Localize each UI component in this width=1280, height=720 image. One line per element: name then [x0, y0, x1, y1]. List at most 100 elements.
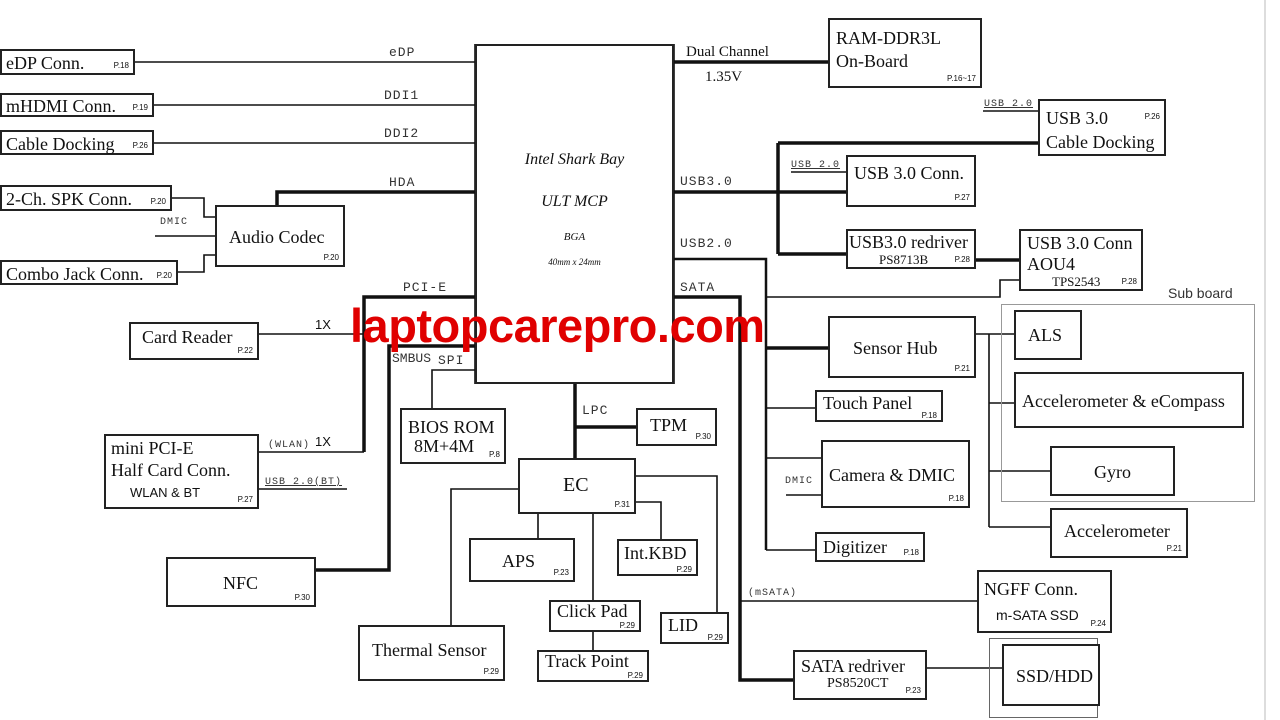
block-nfc[interactable]: NFC P.30 [166, 557, 316, 607]
block-label: NFC [223, 573, 259, 593]
signal-usb30: USB3.0 [680, 174, 733, 189]
block-label: NGFF Conn. [984, 579, 1079, 599]
block-label: TPM [650, 415, 688, 435]
block-label: Half Card Conn. [111, 460, 231, 480]
block-label: USB 3.0 Conn. [854, 163, 965, 183]
block-ec[interactable]: EC P.31 [518, 458, 636, 514]
signal-dual-channel: Dual Channel [686, 44, 769, 60]
sub-board-frame [1001, 304, 1255, 502]
block-lid[interactable]: LID P.29 [660, 612, 729, 644]
block-combo-jack[interactable]: Combo Jack Conn. P.20 [0, 260, 178, 285]
block-gyro[interactable]: Gyro [1050, 446, 1175, 496]
block-cable-docking[interactable]: Cable Docking P.26 [0, 130, 154, 155]
page-ref: P.26 [132, 141, 148, 150]
page-ref: P.20 [323, 253, 339, 262]
block-als[interactable]: ALS [1014, 310, 1082, 360]
signal-lpc: LPC [582, 403, 609, 418]
block-label: Sensor Hub [853, 338, 938, 358]
block-label: EC [563, 474, 589, 496]
page-ref: P.18 [948, 494, 964, 503]
block-sata-redriver[interactable]: SATA redriver PS8520CT P.23 [793, 650, 927, 700]
block-label: Touch Panel [823, 393, 913, 413]
signal-usb20: USB2.0 [680, 236, 733, 251]
block-ssd-hdd[interactable]: SSD/HDD [1002, 644, 1100, 706]
block-sensor-hub[interactable]: Sensor Hub P.21 [828, 316, 976, 378]
block-label: Accelerometer & eCompass [1022, 391, 1225, 411]
block-ngff-conn[interactable]: NGFF Conn. m-SATA SSD P.24 [977, 570, 1112, 633]
block-label: USB 3.0 [1046, 108, 1109, 128]
block-label: Cable Docking [1046, 132, 1155, 152]
page-ref: P.18 [903, 548, 919, 557]
block-mhdmi-conn[interactable]: mHDMI Conn. P.19 [0, 93, 154, 117]
block-usb30-aou4[interactable]: USB 3.0 Conn AOU4 TPS2543 P.28 [1019, 229, 1143, 291]
page-ref: P.22 [237, 346, 253, 355]
block-sublabel: PS8520CT [827, 676, 889, 691]
signal-usb20-conn: USB 2.0 [791, 160, 841, 171]
block-edp-conn[interactable]: eDP Conn. P.18 [0, 49, 135, 75]
block-sublabel: WLAN & BT [130, 485, 201, 500]
signal-usb20-bt: USB 2.0(BT) [265, 477, 343, 488]
signal-wlan-1x: 1X [315, 434, 331, 449]
block-label: SATA redriver [801, 656, 906, 676]
signal-ddi1: DDI1 [384, 88, 420, 103]
block-label: USB 3.0 Conn [1027, 233, 1133, 253]
page-ref: P.21 [1166, 544, 1182, 553]
block-label: SSD/HDD [1016, 666, 1094, 686]
block-aps[interactable]: APS P.23 [469, 538, 575, 582]
block-accelerometer[interactable]: Accelerometer P.21 [1050, 508, 1188, 558]
page-ref: P.27 [954, 193, 970, 202]
block-label: ALS [1028, 325, 1063, 345]
block-usb30-conn[interactable]: USB 3.0 Conn. P.27 [846, 155, 976, 207]
block-label: Click Pad [557, 601, 628, 621]
page-ref: P.29 [483, 667, 499, 676]
block-digitizer[interactable]: Digitizer P.18 [815, 532, 925, 562]
signal-hda: HDA [389, 175, 416, 190]
block-camera-dmic[interactable]: Camera & DMIC P.18 [821, 440, 970, 508]
block-track-point[interactable]: Track Point P.29 [537, 650, 649, 682]
block-label: LID [668, 615, 698, 635]
block-label: Track Point [545, 651, 629, 671]
block-sublabel: PS8713B [879, 252, 929, 267]
page-ref: P.18 [113, 61, 129, 70]
block-label: Digitizer [823, 537, 887, 557]
block-label: APS [502, 551, 536, 571]
page-ref: P.23 [553, 568, 569, 577]
block-touch-panel[interactable]: Touch Panel P.18 [815, 390, 943, 422]
block-label: mHDMI Conn. [6, 96, 117, 116]
block-mini-pcie[interactable]: mini PCI-E Half Card Conn. WLAN & BT P.2… [104, 434, 259, 509]
block-label: eDP Conn. [6, 53, 85, 73]
signal-usb20-dock: USB 2.0 [984, 99, 1034, 110]
page-ref: P.20 [150, 197, 166, 206]
block-label: RAM-DDR3L [836, 28, 942, 48]
signal-ddi2: DDI2 [384, 126, 420, 141]
page-ref: P.23 [905, 686, 921, 695]
page-ref: P.29 [707, 633, 723, 642]
block-ram[interactable]: RAM-DDR3L On-Board P.16~17 [828, 18, 982, 88]
block-card-reader[interactable]: Card Reader P.22 [129, 322, 259, 360]
page-ref: P.30 [294, 593, 310, 602]
cpu-name: Intel Shark Bay [524, 151, 625, 168]
thick-wires [275, 60, 1038, 682]
block-cpu[interactable]: Intel Shark Bay ULT MCP BGA 40mm x 24mm [475, 44, 674, 384]
block-label: Thermal Sensor [372, 640, 487, 660]
block-label: Camera & DMIC [829, 465, 955, 485]
block-click-pad[interactable]: Click Pad P.29 [549, 600, 641, 632]
page-ref: P.30 [695, 432, 711, 441]
block-thermal-sensor[interactable]: Thermal Sensor P.29 [358, 625, 505, 681]
block-label: Gyro [1094, 462, 1131, 482]
block-label: 2-Ch. SPK Conn. [6, 189, 133, 209]
block-accel-ecompass[interactable]: Accelerometer & eCompass [1014, 372, 1244, 428]
block-spk-conn[interactable]: 2-Ch. SPK Conn. P.20 [0, 185, 172, 211]
block-usb30-redriver[interactable]: USB3.0 redriver PS8713B P.28 [846, 229, 976, 269]
signal-card-1x: 1X [315, 317, 331, 332]
block-int-kbd[interactable]: Int.KBD P.29 [617, 539, 698, 576]
page-ref: P.29 [627, 671, 643, 680]
block-label: 8M+4M [414, 436, 475, 456]
block-audio-codec[interactable]: Audio Codec P.20 [215, 205, 345, 267]
block-tpm[interactable]: TPM P.30 [636, 408, 717, 446]
block-label: mini PCI-E [111, 438, 194, 458]
block-usb30-cable-docking[interactable]: USB 3.0 Cable Docking P.26 [1038, 99, 1166, 156]
block-label: AOU4 [1027, 254, 1075, 274]
block-bios-rom[interactable]: BIOS ROM 8M+4M P.8 [400, 408, 506, 464]
